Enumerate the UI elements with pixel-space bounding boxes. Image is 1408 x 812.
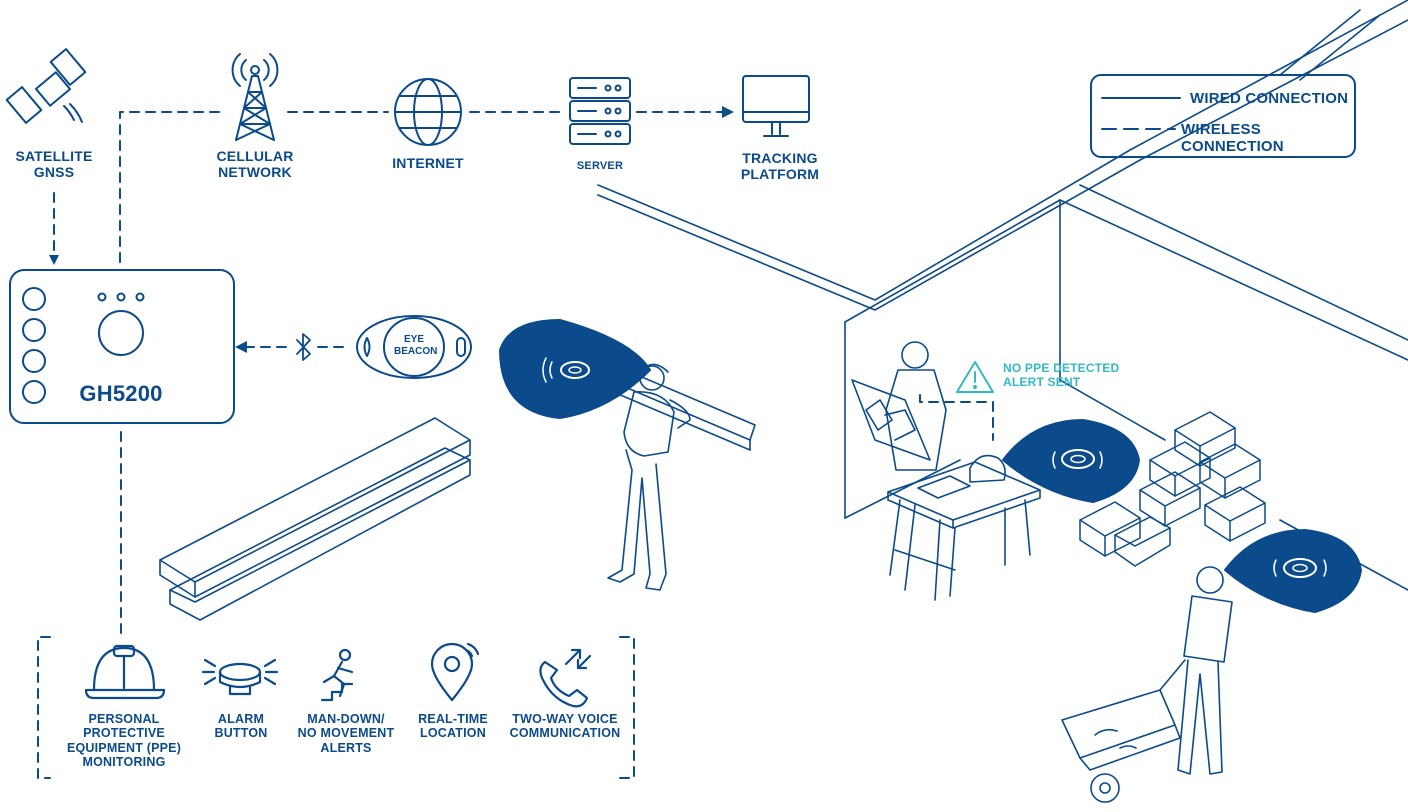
phone-icon [539, 648, 592, 708]
worker-2 [851, 341, 947, 471]
warning-triangle-icon [956, 361, 994, 393]
hard-hat-icon [84, 644, 166, 700]
globe-icon [394, 78, 462, 146]
server-label: SERVER [576, 160, 624, 172]
planks [159, 417, 471, 621]
feature-alarm-label: ALARM BUTTON [214, 712, 268, 741]
cellular-label: CELLULAR NETWORK [216, 148, 294, 181]
legend-wired-label: WIRED CONNECTION [1190, 90, 1349, 107]
worker-3-helmet-beacon [1224, 529, 1362, 613]
bluetooth-icon [296, 333, 311, 361]
legend-box [1090, 74, 1356, 158]
crate-stack [1079, 411, 1266, 567]
feature-ppe-label: PERSONAL PROTECTIVE EQUIPMENT (PPE) MONI… [66, 712, 182, 770]
satellite-label: SATELLITE GNSS [15, 148, 93, 181]
monitor-icon [742, 75, 810, 137]
eye-beacon-device [356, 315, 472, 379]
feature-voice-label: TWO-WAY VOICE COMMUNICATION [509, 712, 621, 741]
worker-3 [1061, 566, 1233, 803]
legend-wireless-label: WIRELESS CONNECTION [1181, 121, 1284, 156]
location-pin-icon [430, 642, 480, 702]
room-walls [597, 0, 1408, 591]
gh5200-device [9, 269, 235, 424]
feature-man-down-label: MAN-DOWN/ NO MOVEMENT ALERTS [297, 712, 395, 755]
alert-label: NO PPE DETECTED ALERT SENT [1003, 361, 1120, 389]
table-helmet-beacon [1002, 419, 1140, 503]
connections [53, 111, 994, 638]
alarm-button-icon [201, 658, 279, 696]
feature-location-label: REAL-TIME LOCATION [418, 712, 488, 741]
device-name: GH5200 [79, 381, 163, 406]
internet-label: INTERNET [392, 155, 464, 171]
server-icon [569, 77, 631, 145]
tracking-label: TRACKING PLATFORM [740, 150, 820, 183]
beacon-label: EYE BEACON [394, 334, 438, 357]
satellite-icon [5, 48, 87, 124]
arrowheads [49, 106, 734, 353]
cell-tower-icon [231, 53, 279, 141]
features-bracket [37, 636, 635, 779]
worker-1-helmet-beacon [499, 319, 651, 419]
man-down-icon [320, 648, 354, 702]
work-table [887, 454, 1041, 601]
